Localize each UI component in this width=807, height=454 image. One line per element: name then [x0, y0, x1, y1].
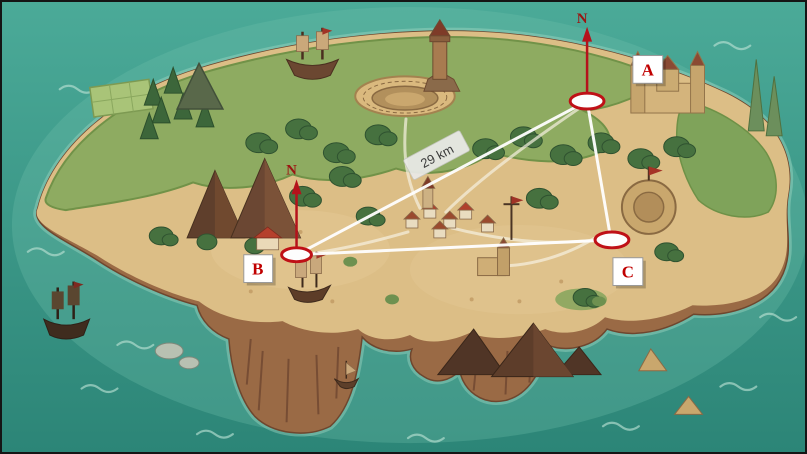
ship-north	[285, 27, 340, 80]
point-label-a-text: A	[642, 60, 655, 79]
bushes	[343, 256, 606, 307]
north-label-b: N	[286, 162, 297, 178]
northwest-peak	[175, 61, 225, 110]
north-label-a: N	[577, 11, 588, 27]
shore-tower	[423, 18, 461, 92]
sea-objects	[42, 27, 704, 415]
north-arrowhead-icon	[582, 26, 593, 42]
point-label-c: C	[612, 257, 646, 289]
sea-rocks	[154, 342, 704, 415]
point-marker-c	[593, 230, 631, 250]
line-c-a	[585, 100, 613, 241]
sand-speckles	[248, 229, 564, 304]
north-arrow-b: N	[286, 162, 302, 248]
line-a-b	[295, 99, 588, 257]
ship-west	[42, 281, 91, 340]
village	[403, 175, 497, 239]
point-marker-a	[568, 91, 606, 111]
farm-field	[88, 78, 154, 118]
southern-ridge	[436, 322, 603, 378]
red-roof-house	[252, 226, 283, 251]
point-label-b-text: B	[252, 260, 263, 279]
east-rock-spires	[747, 59, 783, 137]
triangle-lines	[295, 99, 613, 257]
pine-forest	[139, 65, 215, 140]
north-arrowhead-icon	[291, 179, 302, 195]
mountain-range-west	[186, 157, 302, 239]
north-arrow-a: N	[577, 11, 593, 97]
island	[33, 18, 794, 437]
point-label-b: B	[243, 254, 276, 286]
point-marker-b	[280, 246, 313, 264]
harbor-ship	[287, 251, 332, 303]
survey-overlay: N N 29 km A B C	[243, 11, 666, 289]
point-label-a: A	[632, 55, 666, 87]
line-b-c	[296, 238, 612, 257]
round-fort	[620, 166, 677, 235]
point-label-c-text: C	[622, 263, 634, 282]
flag-mast	[503, 196, 524, 240]
rowboat-south	[333, 360, 360, 390]
